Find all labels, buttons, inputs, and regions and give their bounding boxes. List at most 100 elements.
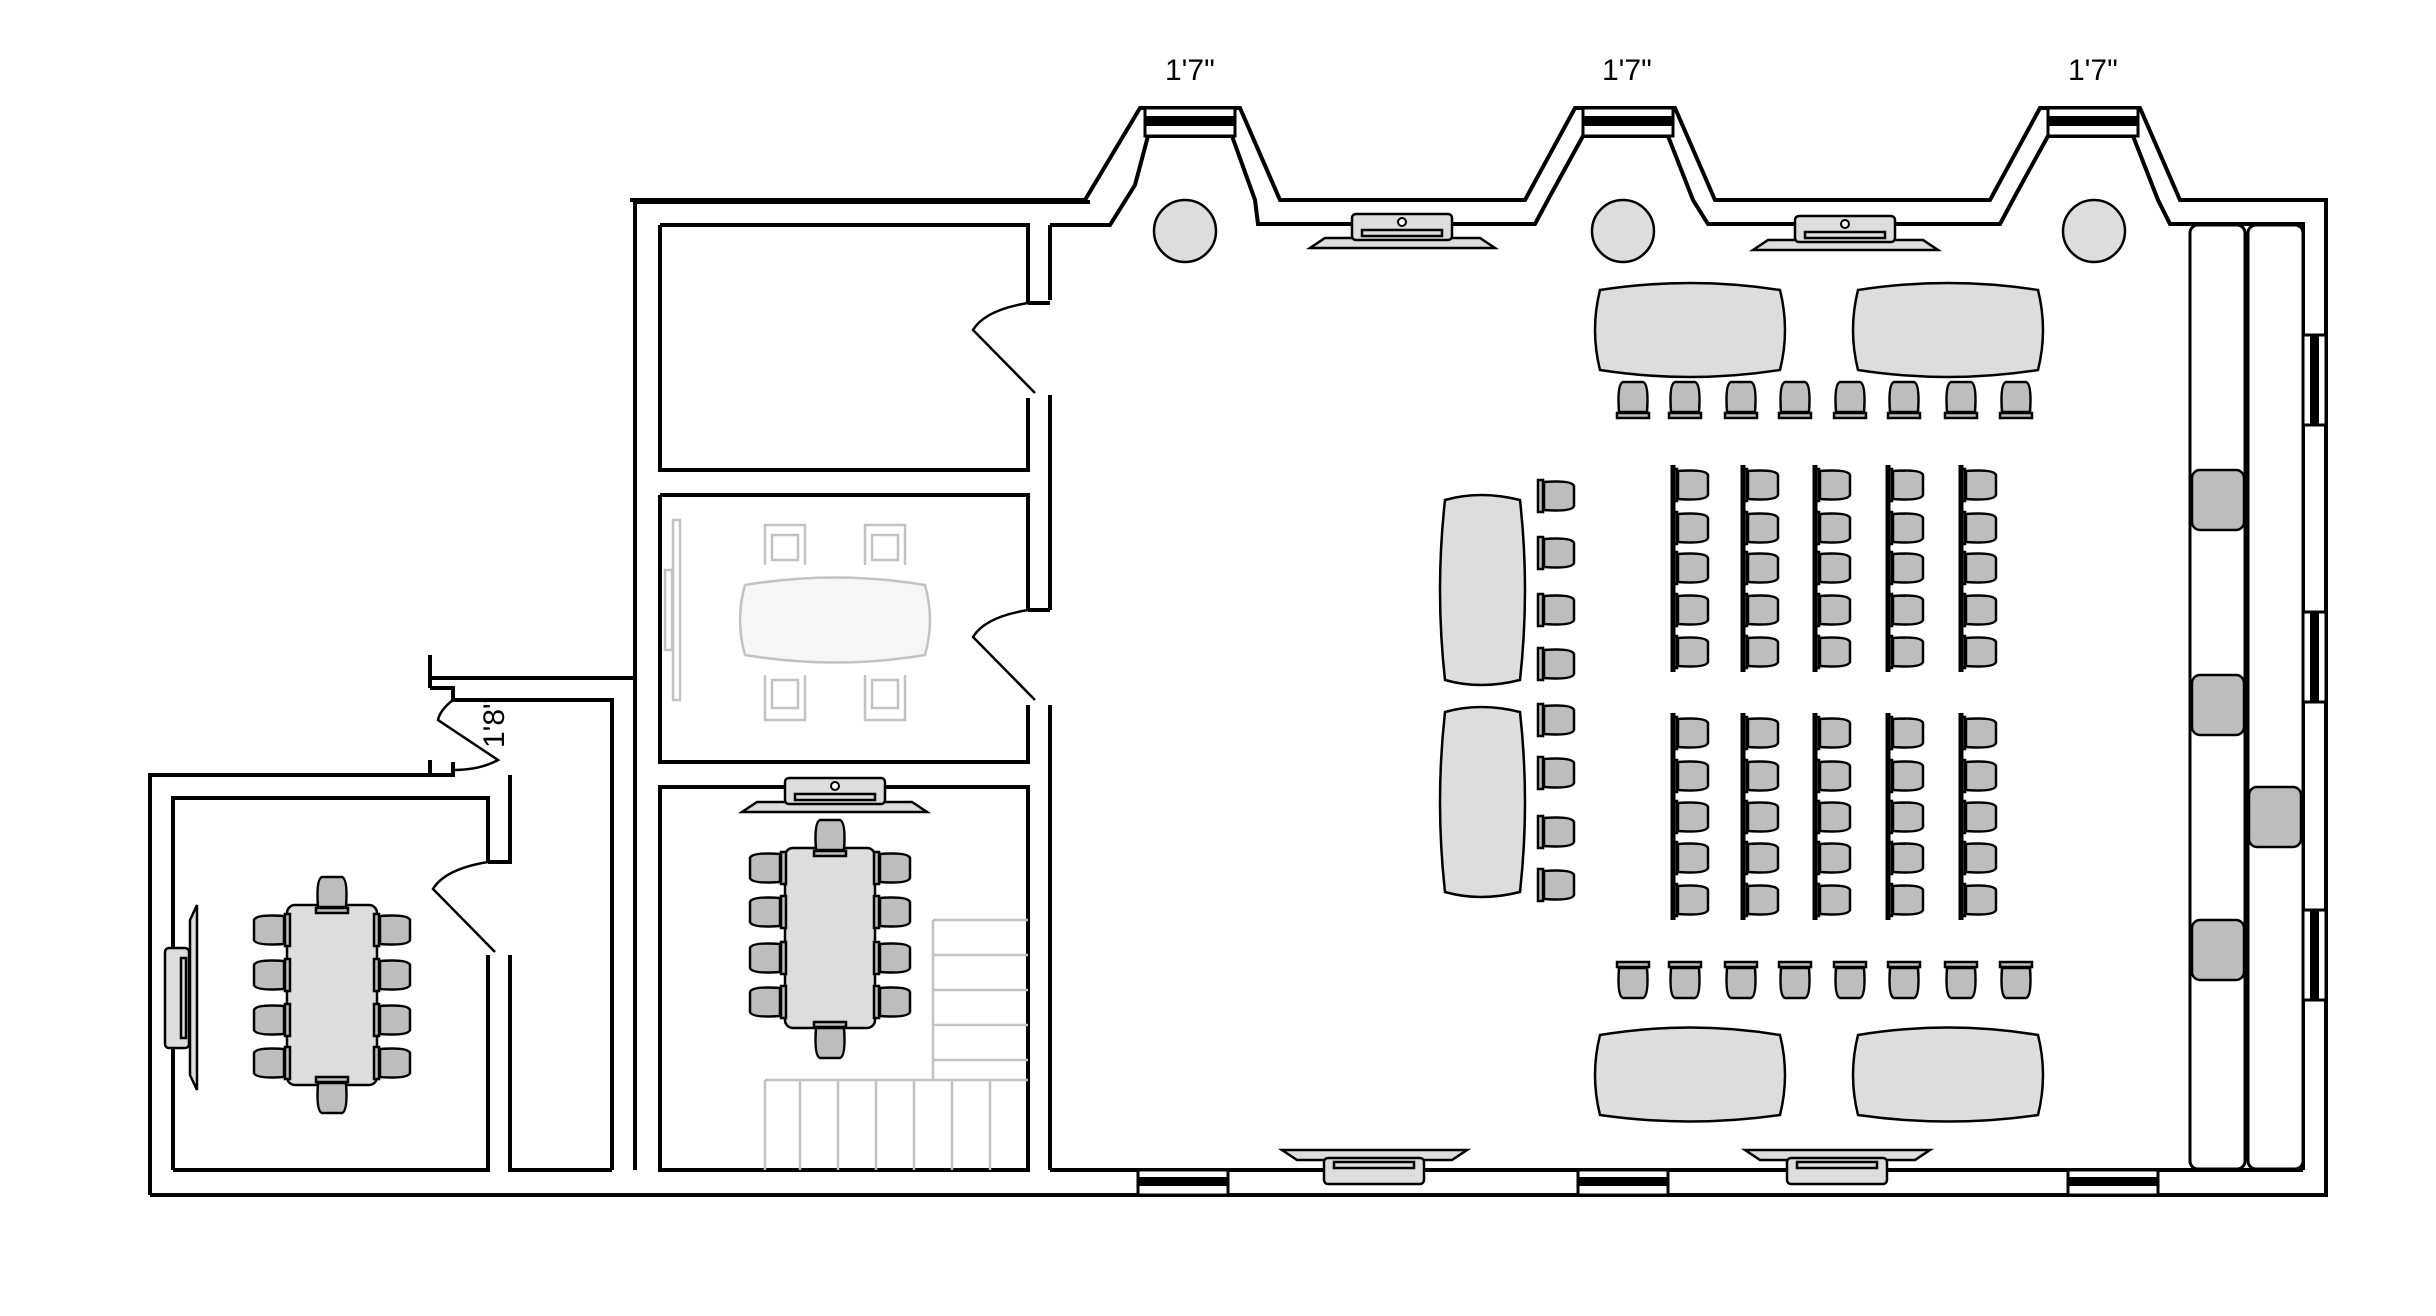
- right-windows: [2301, 333, 2328, 1002]
- tv-icon: [663, 518, 682, 702]
- chair-icon: [1670, 592, 1710, 628]
- chair-icon: [1958, 634, 1998, 670]
- chair-icon: [1885, 882, 1925, 918]
- window-right-2-glass: [2310, 612, 2319, 702]
- window-bottom-3-glass: [2068, 1177, 2158, 1186]
- chair-icon: [1943, 960, 1979, 1000]
- chair-icon: [872, 850, 912, 886]
- chair-icon: [1998, 960, 2034, 1000]
- chair-icon: [1885, 550, 1925, 586]
- window-top-1-glass: [1145, 116, 1235, 126]
- chair-icon: [1885, 840, 1925, 876]
- chair-icon: [1536, 867, 1576, 903]
- chair-icon: [1812, 840, 1852, 876]
- chair-icon: [872, 940, 912, 976]
- chair-icon: [1885, 758, 1925, 794]
- chair-icon: [1740, 840, 1780, 876]
- middle-room-2-bottom: [658, 495, 1030, 764]
- chair-icon: [1812, 592, 1852, 628]
- chair-icon: [252, 1002, 292, 1038]
- column: [1590, 198, 1656, 264]
- chair-icon: [1740, 467, 1780, 503]
- chair-icon: [1885, 510, 1925, 546]
- chair-icon: [1670, 510, 1710, 546]
- chair-icon: [1958, 467, 1998, 503]
- faded-meeting-room: [663, 518, 932, 722]
- chair-icon: [1670, 550, 1710, 586]
- chair-icon: [1740, 550, 1780, 586]
- chair-icon: [1740, 882, 1780, 918]
- chair-icon: [763, 523, 807, 565]
- chair-icon: [1958, 882, 1998, 918]
- chair-icon: [1670, 840, 1710, 876]
- chair-icon: [1536, 646, 1576, 682]
- chair-icon: [372, 957, 412, 993]
- left-room-outer: [148, 773, 430, 1195]
- chair-icon: [1885, 467, 1925, 503]
- chair-icon: [1958, 799, 1998, 835]
- chair-icon: [1812, 799, 1852, 835]
- columns: [1152, 198, 2127, 264]
- meeting-table: [285, 903, 379, 1087]
- chair-icon: [252, 912, 292, 948]
- left-meeting-room-furniture: [163, 875, 412, 1115]
- window-right-3-glass: [2310, 910, 2319, 1000]
- chair-icon: [1886, 380, 1922, 420]
- chair-icon: [1740, 799, 1780, 835]
- conference-table: [783, 846, 877, 1030]
- chair-icon: [372, 1002, 412, 1038]
- tv-icon: [1740, 1148, 1935, 1186]
- buffet-table: [1851, 1026, 2045, 1123]
- chair-icon: [372, 1045, 412, 1081]
- chair-icon: [1670, 634, 1710, 670]
- meeting-table: [738, 576, 932, 664]
- chair-icon: [748, 894, 788, 930]
- chair-icon: [314, 1075, 350, 1115]
- chair-icon: [1536, 535, 1576, 571]
- chair-icon: [1670, 799, 1710, 835]
- chair-icon: [863, 675, 907, 722]
- chair-icon: [1958, 510, 1998, 546]
- column: [2061, 198, 2127, 264]
- meeting-chairs: [252, 875, 412, 1115]
- chair-icon: [252, 957, 292, 993]
- conference-room-furniture: [737, 776, 1028, 1170]
- chair-icon: [1885, 634, 1925, 670]
- chair-icon: [1670, 715, 1710, 751]
- chair-icon: [1958, 758, 1998, 794]
- chair-icon: [1998, 380, 2034, 420]
- middle-block-outer: [633, 200, 1090, 678]
- door-dimension-label: 1'8": [478, 698, 511, 748]
- stool: [2247, 785, 2303, 849]
- chair-icon: [1958, 840, 1998, 876]
- chair-icon: [1536, 702, 1576, 738]
- tv-icon: [737, 776, 932, 814]
- chair-icon: [1958, 592, 1998, 628]
- chair-icon: [1670, 758, 1710, 794]
- window-dimension-label: 1'7": [1165, 54, 1215, 87]
- stool: [2190, 918, 2246, 982]
- door-arc: [431, 860, 496, 953]
- corridor-stub-2: [428, 760, 455, 777]
- bottom-windows: [1136, 1168, 2160, 1197]
- chair-icon: [1886, 960, 1922, 1000]
- chair-icon: [1885, 592, 1925, 628]
- chair-icon: [763, 675, 807, 722]
- bar-counters: [2188, 223, 2305, 1171]
- chair-icon: [1740, 634, 1780, 670]
- chair-icon: [372, 912, 412, 948]
- chair-icon: [863, 523, 907, 565]
- window-bottom-1-glass: [1138, 1177, 1228, 1186]
- buffet-table: [1593, 281, 1787, 379]
- stool: [2190, 468, 2246, 532]
- chair-icon: [1740, 510, 1780, 546]
- chair-icon: [1740, 715, 1780, 751]
- middle-block-top-room: [660, 223, 1030, 303]
- buffet-table: [1438, 705, 1527, 899]
- corridor-inner-wall: [453, 698, 614, 1170]
- chair-icon: [1812, 510, 1852, 546]
- tv-icon: [1277, 1148, 1472, 1186]
- window-top-2-glass: [1583, 116, 1673, 126]
- middle-room-3: [658, 785, 1030, 1172]
